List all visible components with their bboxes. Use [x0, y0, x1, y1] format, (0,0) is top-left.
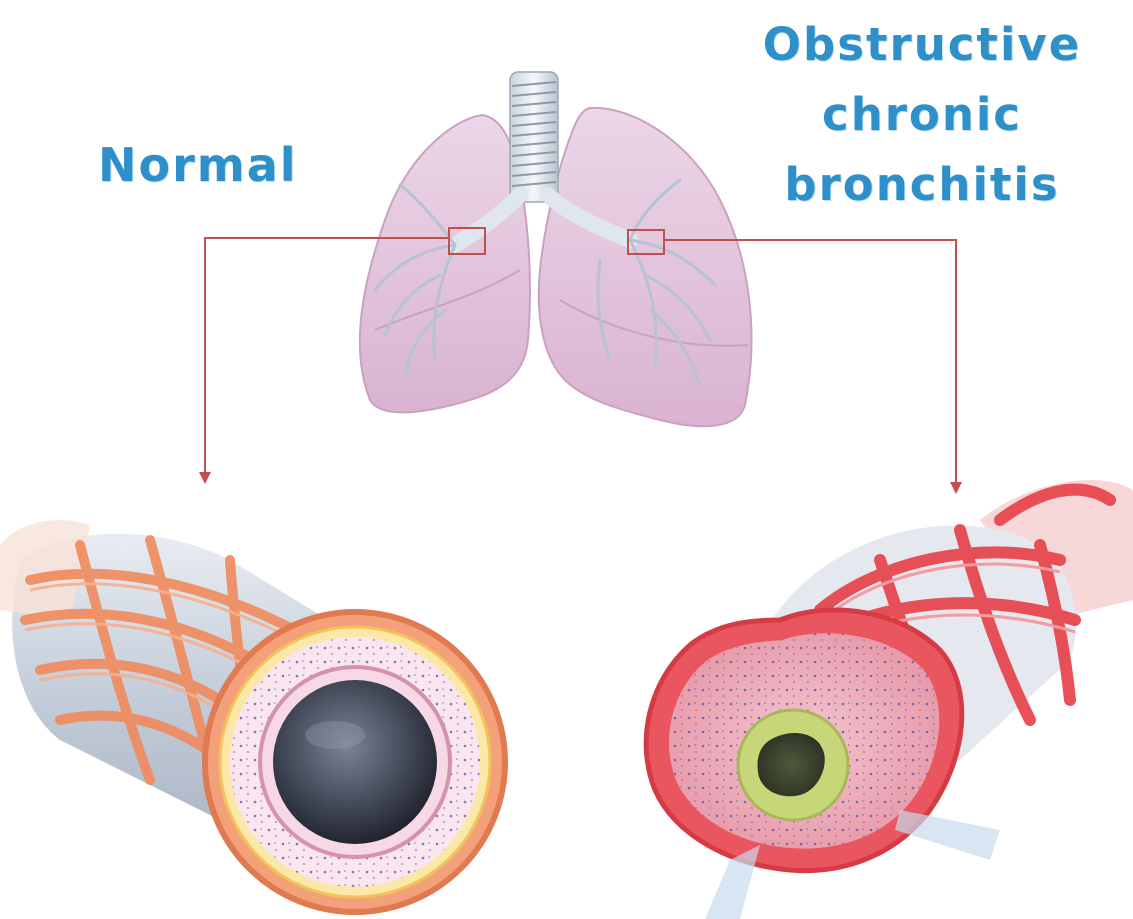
right-lung	[539, 108, 752, 426]
obstructive-chronic-bronchitis-label: Obstructive chronic bronchitis	[722, 10, 1122, 220]
lungs-illustration	[360, 72, 752, 426]
normal-bronchus-illustration	[0, 520, 505, 912]
normal-bronchus-lumen	[273, 680, 437, 844]
copd-bronchus-illustration	[646, 480, 1133, 919]
left-lung	[360, 115, 530, 412]
normal-label: Normal	[98, 138, 298, 192]
